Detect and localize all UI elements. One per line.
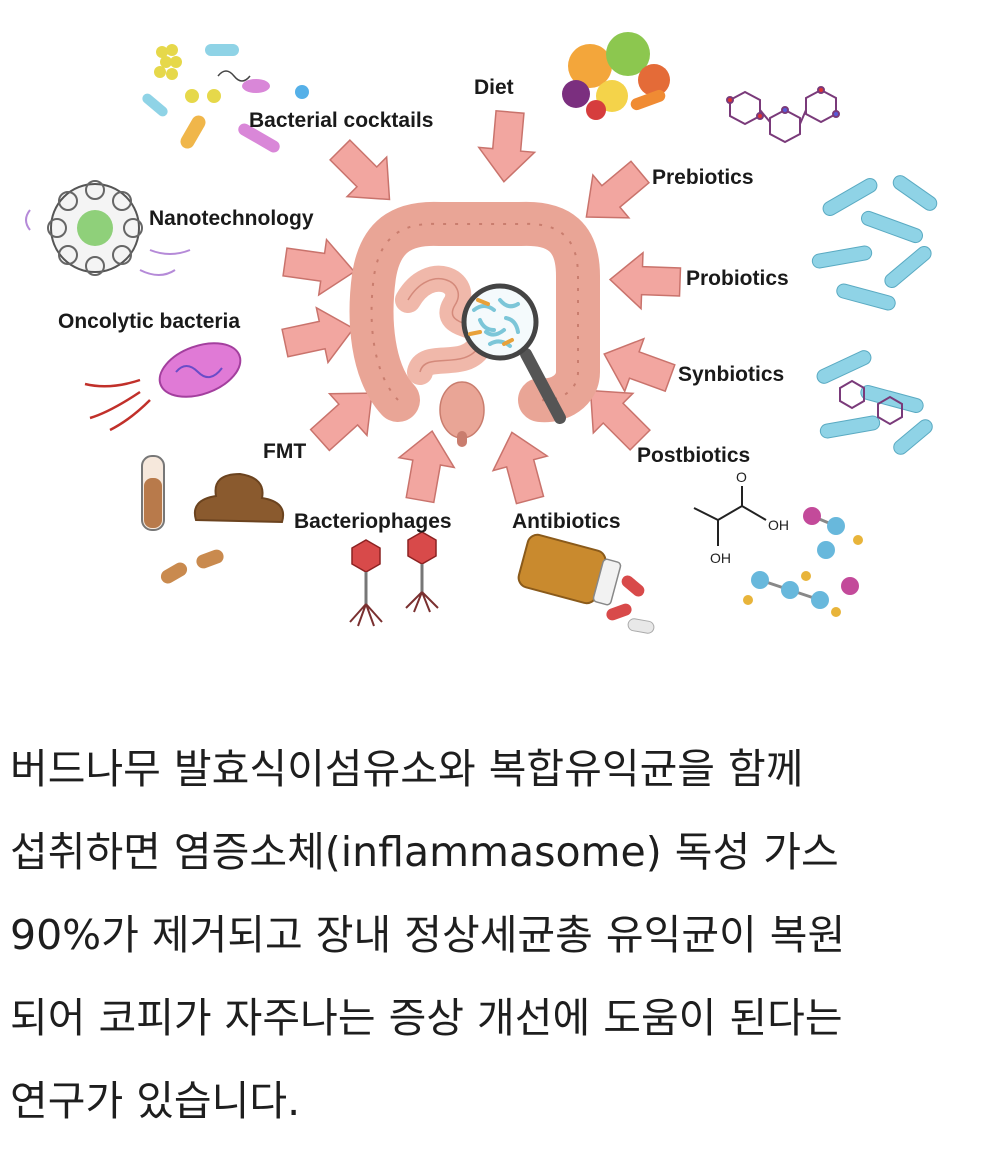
diet-vegetables-illustration [562, 32, 670, 120]
arrow-bacterial-cocktails [319, 129, 411, 221]
microbiome-therapy-diagram: O OH OH Diet Bacterial cocktails Prebiot… [25, 32, 938, 634]
caption-line-5: 연구가 있습니다. [10, 1077, 301, 1125]
arrow-antibiotics [484, 424, 558, 508]
label-bacteriophages: Bacteriophages [294, 510, 452, 533]
caption-line-1: 버드나무 발효식이섬유소와 복합유익균을 함께 [10, 745, 804, 793]
label-bacterial-cocktails: Bacterial cocktails [249, 109, 433, 132]
caption-paragraph: 버드나무 발효식이섬유소와 복합유익균을 함께 섭취하면 염증소체(inflam… [10, 728, 980, 1143]
nanotechnology-particle-illustration [25, 180, 191, 276]
label-diet: Diet [474, 76, 514, 99]
fmt-sample-illustration [141, 455, 284, 584]
carbonyl-label: O [736, 469, 747, 485]
bacteriophages-illustration [349, 531, 439, 627]
arrow-diet [475, 108, 539, 185]
arrow-oncolytic-bacteria [278, 300, 361, 372]
label-oncolytic-bacteria: Oncolytic bacteria [58, 310, 240, 333]
arrow-nanotechnology [280, 233, 359, 301]
arrow-bacteriophages [391, 425, 461, 506]
label-fmt: FMT [263, 440, 306, 463]
label-antibiotics: Antibiotics [512, 510, 621, 533]
prebiotics-molecule-illustration [726, 86, 840, 144]
arrow-probiotics [608, 250, 682, 311]
synbiotics-illustration [816, 350, 933, 455]
caption-line-2: 섭취하면 염증소체(inflammasome) 독성 가스 [10, 828, 839, 876]
caption-line-3: 90%가 제거되고 장내 정상세균총 유익균이 복원 [10, 911, 846, 959]
antibiotics-pill-bottle-illustration [517, 533, 655, 634]
hydroxyl-label-bottom: OH [710, 550, 731, 566]
oncolytic-bacterium-illustration [84, 342, 242, 432]
magnifier-icon [461, 283, 566, 424]
probiotics-bacteria-illustration [811, 175, 938, 311]
label-prebiotics: Prebiotics [652, 166, 754, 189]
bacterial-cocktails-illustration [142, 44, 309, 153]
label-synbiotics: Synbiotics [678, 363, 784, 386]
caption-line-4: 되어 코피가 자주나는 증상 개선에 도움이 된다는 [10, 994, 843, 1042]
label-probiotics: Probiotics [686, 267, 789, 290]
hydroxyl-label-top: OH [768, 517, 789, 533]
postbiotics-molecule-illustration: O OH OH [693, 469, 863, 617]
label-nanotechnology: Nanotechnology [149, 207, 314, 230]
label-postbiotics: Postbiotics [637, 444, 750, 467]
